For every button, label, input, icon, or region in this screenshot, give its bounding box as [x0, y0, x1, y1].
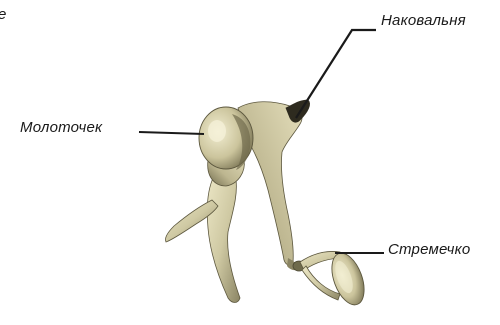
malleus-leader [139, 132, 204, 134]
malleus-label: Молоточек [20, 119, 102, 136]
corner-text-fragment: e [0, 6, 7, 23]
stapes-bone [293, 249, 370, 309]
stapes-label: Стремечко [388, 241, 470, 258]
incus-label: Наковальня [381, 12, 466, 29]
malleus-bone [165, 107, 253, 303]
